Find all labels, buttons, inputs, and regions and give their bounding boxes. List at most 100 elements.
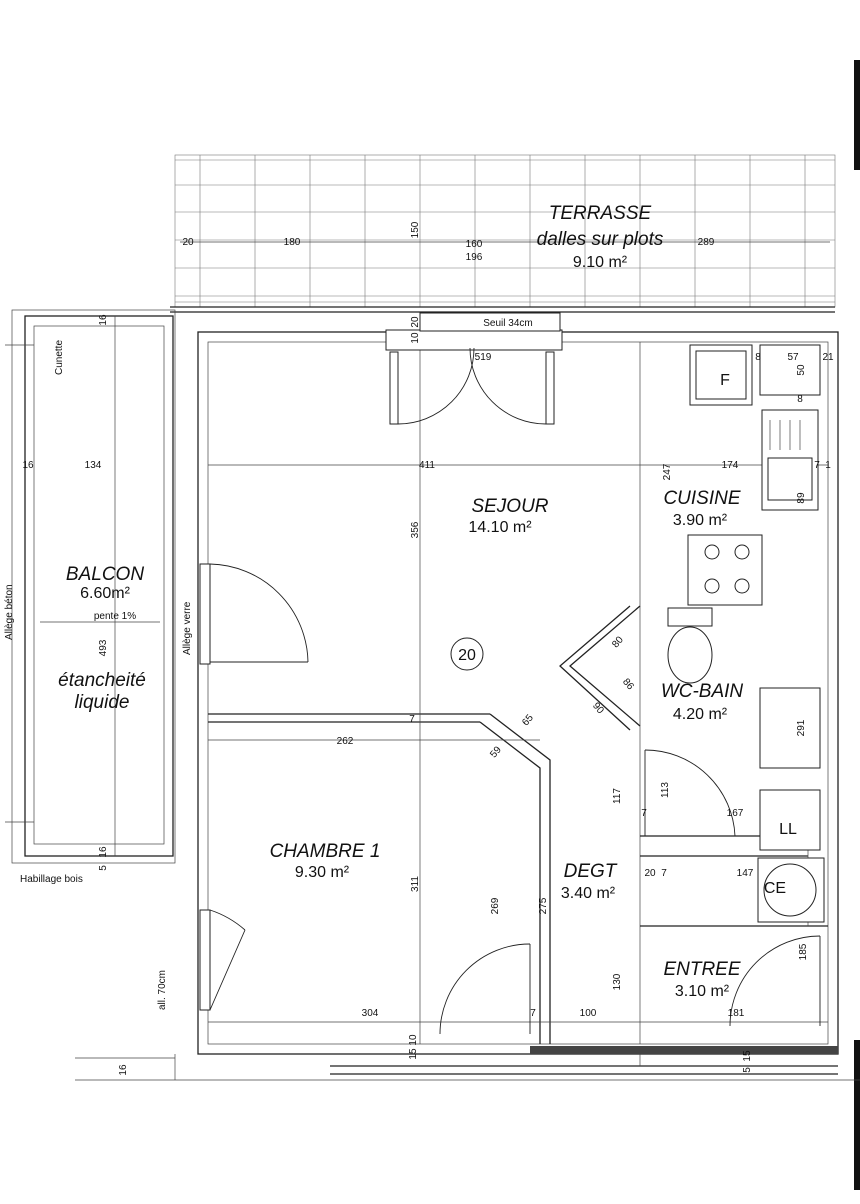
dim-label: 80 <box>610 634 626 650</box>
dim-label: 117 <box>612 788 623 804</box>
dim-label: 247 <box>662 463 673 480</box>
degt-name: DEGT <box>564 861 618 882</box>
dim-label: 20 <box>182 237 194 248</box>
dim-label: 289 <box>698 237 715 248</box>
level-marker-icon <box>450 637 484 671</box>
dim-label: 7 <box>661 868 667 879</box>
ce-label: CE <box>764 880 786 897</box>
dim-label: 356 <box>410 521 421 538</box>
allege-note: Allège béton <box>4 584 15 640</box>
dim-label: 65 <box>520 712 536 728</box>
dim-label: 275 <box>538 897 549 914</box>
entree-name: ENTREE <box>663 959 740 980</box>
dim-label: 304 <box>362 1008 379 1019</box>
dim-label: 269 <box>490 897 501 914</box>
terrasse-grid <box>174 154 836 308</box>
dim-label: 16 <box>98 846 109 858</box>
dim-label: 160 <box>466 239 483 250</box>
dim-label: 180 <box>284 237 301 248</box>
dim-label: 20 <box>410 316 421 328</box>
dim-label: 167 <box>727 808 744 819</box>
outer-walls <box>170 306 839 1075</box>
dim-label: 150 <box>410 221 421 238</box>
dim-label: 21 <box>822 352 834 363</box>
dim-label: 100 <box>580 1008 597 1019</box>
dim-label: 10 <box>410 332 421 344</box>
dim-label: 1 <box>825 460 831 471</box>
dim-label: 7 <box>641 808 647 819</box>
dim-label: 291 <box>796 719 807 736</box>
chambre1-area: 9.30 m² <box>295 864 350 881</box>
dim-label: 59 <box>488 744 504 760</box>
dim-label: 16 <box>118 1064 129 1076</box>
dim-label: 8 <box>755 352 761 363</box>
dim-label: 7 <box>814 460 820 471</box>
balcon-sub1: étancheité <box>58 670 146 691</box>
dim-label: 15 <box>742 1050 753 1062</box>
fridge-label: F <box>720 372 730 389</box>
dim-label: 50 <box>796 364 807 376</box>
dim-label: 147 <box>737 868 754 879</box>
dim-label: 7 <box>409 714 415 725</box>
washing-machine-icon <box>759 789 821 851</box>
balcon-sub2: liquide <box>75 692 130 713</box>
dim-label: 5 <box>742 1067 753 1073</box>
cuisine-name: CUISINE <box>663 488 740 509</box>
scan-edge-bottom <box>854 1040 860 1190</box>
dim-label: 90 <box>590 701 606 717</box>
bathroom-fixtures <box>667 607 825 923</box>
dim-label: 493 <box>98 639 109 656</box>
dim-label: 7 <box>530 1008 536 1019</box>
degt-area: 3.40 m² <box>561 885 616 902</box>
cunette-note: Cunette <box>54 340 65 375</box>
dim-label: 8 <box>797 394 803 405</box>
all70-note: all. 70cm <box>157 970 168 1010</box>
cooktop-icon <box>687 534 763 606</box>
dim-label: 181 <box>728 1008 745 1019</box>
dim-label: 16 <box>22 460 34 471</box>
entree-area: 3.10 m² <box>675 983 730 1000</box>
dim-label: 174 <box>722 460 739 471</box>
level-marker: 20 <box>458 647 476 664</box>
dim-label: 86 <box>620 677 636 693</box>
dim-label: 185 <box>798 943 809 960</box>
dim-label: 15 <box>408 1048 419 1060</box>
habillage-note: Habillage bois <box>20 874 83 885</box>
dim-label: 89 <box>796 492 807 504</box>
bottom-structure <box>75 1054 860 1081</box>
dim-label: 311 <box>410 876 421 892</box>
kitchen-fixtures <box>687 344 821 606</box>
sejour-name: SEJOUR <box>471 496 548 517</box>
terrasse-area: 9.10 m² <box>573 254 628 271</box>
allege-verre-note: Allège verre <box>182 601 193 655</box>
dim-label: 134 <box>85 460 102 471</box>
doors <box>199 329 821 1035</box>
wc-bain-area: 4.20 m² <box>673 706 728 723</box>
dim-label: 113 <box>660 782 671 798</box>
toilet-icon <box>667 626 713 684</box>
dim-label: 57 <box>787 352 799 363</box>
balcon-name: BALCON <box>66 564 144 585</box>
dim-label: 411 <box>419 460 435 471</box>
seuil-label: Seuil 34cm <box>483 318 532 329</box>
interior-walls <box>208 342 828 1066</box>
dim-label: 10 <box>408 1034 419 1046</box>
ll-label: LL <box>779 821 797 838</box>
seuil-box <box>419 312 561 332</box>
terrasse-name: TERRASSE <box>549 203 652 224</box>
dim-label: 196 <box>466 252 483 263</box>
chambre1-name: CHAMBRE 1 <box>270 841 381 862</box>
dim-label: 5 <box>98 865 109 871</box>
wc-bain-name: WC-BAIN <box>661 681 744 702</box>
dim-label: 20 <box>644 868 656 879</box>
dim-label: 262 <box>337 736 354 747</box>
dim-label: 519 <box>475 352 492 363</box>
dim-label: 16 <box>98 314 109 326</box>
pente-note: pente 1% <box>94 611 136 622</box>
sejour-area: 14.10 m² <box>468 519 532 536</box>
balcon-outline <box>5 309 176 864</box>
dim-label: 130 <box>612 973 623 990</box>
balcon-area: 6.60m² <box>80 585 130 602</box>
scan-edge-top <box>854 60 860 170</box>
